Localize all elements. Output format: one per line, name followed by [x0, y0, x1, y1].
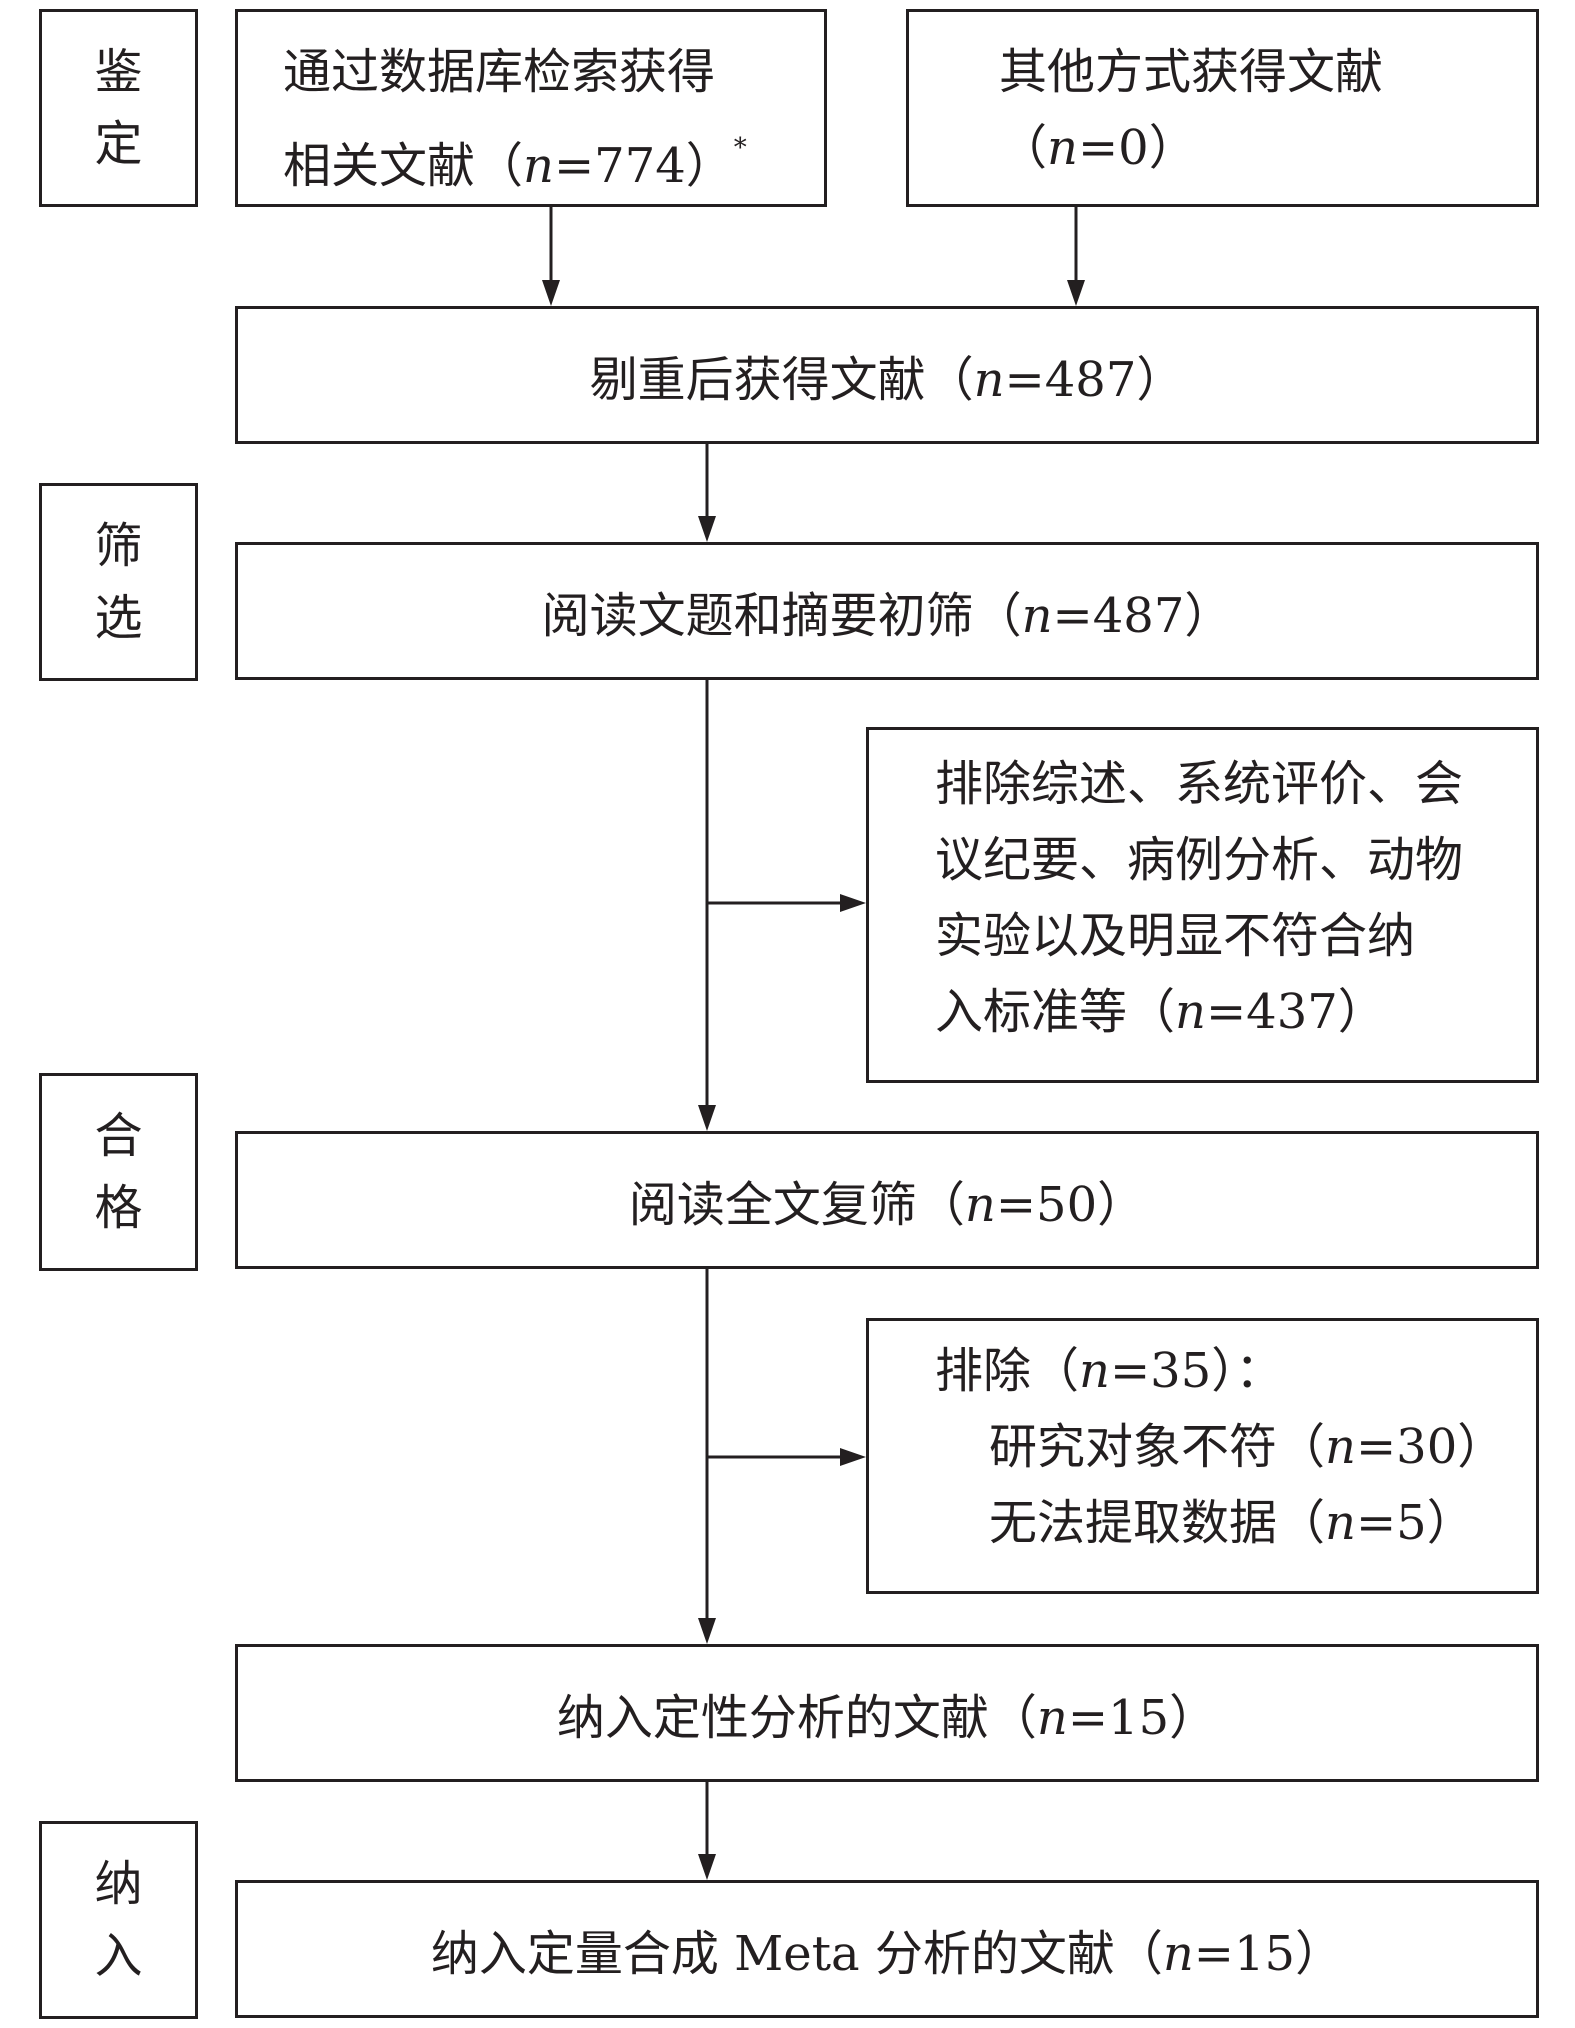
exclusion-reason: 无法提取数据（n=5）	[989, 1495, 1475, 1551]
n-symbol: n	[523, 138, 554, 194]
arrow-head	[542, 280, 560, 306]
arrow-head	[698, 1105, 716, 1131]
exclusion-box-2: 排除（n=35）： 研究对象不符（n=30） 无法提取数据（n=5）	[866, 1318, 1539, 1594]
exclusion-1-line: 议纪要、病例分析、动物	[935, 832, 1464, 888]
exclusion-box-1: 排除综述、系统评价、会 议纪要、病例分析、动物 实验以及明显不符合纳 入标准等（…	[866, 727, 1539, 1083]
meta-analysis-label: 纳入定量合成 Meta 分析的文献（n=15）	[430, 1926, 1344, 1982]
arrow-qualitative-to-meta	[698, 1782, 716, 1880]
arrow-dedup-to-screen	[698, 444, 716, 542]
stage-char: 筛	[94, 518, 143, 574]
exclusion-1-line: 入标准等（n=437）	[935, 984, 1386, 1040]
footnote-asterisk: *	[733, 133, 747, 163]
arrow-to-exclusion-1	[707, 894, 866, 912]
database-count: =774）	[553, 138, 734, 194]
arrow-head	[840, 1448, 866, 1466]
stage-char: 定	[94, 116, 143, 172]
arrow-database-to-dedup	[542, 207, 560, 306]
other-sources-line2: （n=0）	[999, 120, 1197, 176]
arrow-head	[698, 1854, 716, 1880]
deduplicated-box: 剔重后获得文献（n=487）	[235, 306, 1539, 444]
arrow-screen-to-fulltext	[698, 680, 716, 1131]
qualitative-synthesis-box: 纳入定性分析的文献（n=15）	[235, 1644, 1539, 1782]
arrow-other-to-dedup	[1067, 207, 1085, 306]
stage-char: 入	[94, 1928, 143, 1984]
database-records-box: 通过数据库检索获得 相关文献（n=774）*	[235, 9, 827, 207]
exclusion-reason: 研究对象不符（n=30）	[989, 1419, 1506, 1475]
stage-included: 纳 入	[39, 1821, 198, 2019]
database-records-line1: 通过数据库检索获得	[283, 44, 716, 100]
arrow-head	[1067, 280, 1085, 306]
deduplicated-label: 剔重后获得文献（n=487）	[589, 352, 1185, 408]
title-abstract-screening-box: 阅读文题和摘要初筛（n=487）	[235, 542, 1539, 680]
stage-screening: 筛 选	[39, 483, 198, 681]
arrow-fulltext-to-qualitative	[698, 1269, 716, 1644]
full-text-screening-box: 阅读全文复筛（n=50）	[235, 1131, 1539, 1269]
screening-label: 阅读文题和摘要初筛（n=487）	[541, 588, 1233, 644]
exclusion-2-title: 排除（n=35）：	[935, 1343, 1284, 1399]
n-symbol: n	[1047, 120, 1078, 176]
meta-analysis-box: 纳入定量合成 Meta 分析的文献（n=15）	[235, 1880, 1539, 2018]
arrow-head	[698, 1618, 716, 1644]
full-text-label: 阅读全文复筛（n=50）	[628, 1177, 1146, 1233]
arrow-head	[840, 894, 866, 912]
stage-char: 合	[94, 1108, 143, 1164]
database-records-line2: 相关文献（n=774）*	[283, 133, 747, 194]
stage-identification: 鉴 定	[39, 9, 198, 207]
stage-char: 纳	[94, 1856, 143, 1912]
arrow-head	[698, 516, 716, 542]
arrow-to-exclusion-2	[707, 1448, 866, 1466]
other-sources-box: 其他方式获得文献 （n=0）	[906, 9, 1539, 207]
stage-char: 鉴	[94, 44, 143, 100]
other-sources-line1: 其他方式获得文献	[999, 44, 1384, 100]
stage-char: 选	[94, 590, 143, 646]
stage-char: 格	[94, 1180, 143, 1236]
qualitative-label: 纳入定性分析的文献（n=15）	[556, 1690, 1218, 1746]
other-count: =0）	[1077, 120, 1197, 176]
exclusion-1-line: 排除综述、系统评价、会	[935, 756, 1464, 812]
stage-eligibility: 合 格	[39, 1073, 198, 1271]
exclusion-1-line: 实验以及明显不符合纳	[935, 908, 1416, 964]
